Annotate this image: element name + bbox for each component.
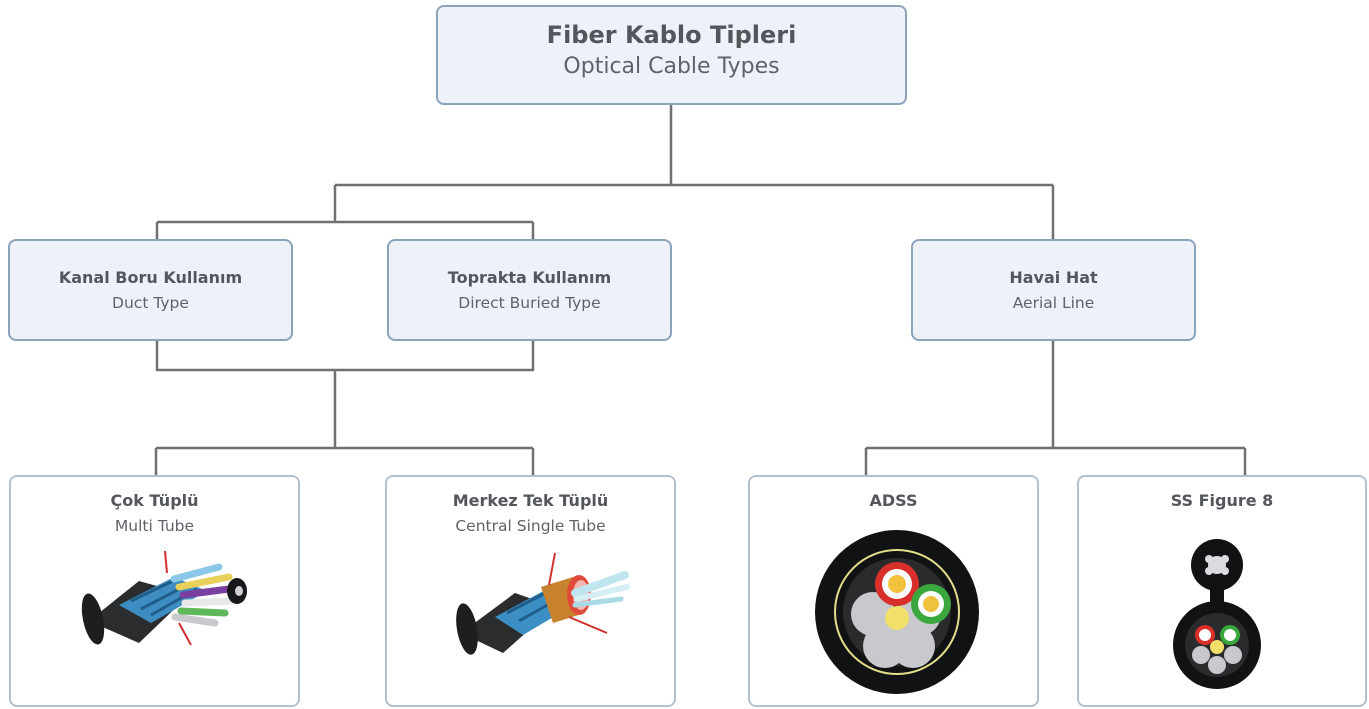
leaf-title: Çok Tüplü [110, 491, 199, 510]
adss-cable-cross-section-image [815, 530, 979, 694]
connector-duct-group-bus [155, 220, 535, 240]
central-single-tube-cable-image [456, 552, 630, 655]
node-duct-type: Kanal Boru Kullanım Duct Type [8, 239, 293, 341]
leaf-central-single-tube: Merkez Tek Tüplü Central Single Tube [385, 475, 676, 707]
leaf-adss: ADSS [748, 475, 1039, 707]
leaf-title: ADSS [869, 491, 918, 510]
node-title: Havai Hat [1009, 268, 1098, 287]
connector-duct-join [155, 340, 535, 372]
node-aerial-line: Havai Hat Aerial Line [911, 239, 1196, 341]
leaf-title: SS Figure 8 [1170, 491, 1274, 510]
node-title: Toprakta Kullanım [447, 268, 612, 287]
node-direct-buried-type: Toprakta Kullanım Direct Buried Type [387, 239, 672, 341]
leaf-multi-tube: Çok Tüplü Multi Tube [9, 475, 300, 707]
node-subtitle: Duct Type [112, 294, 189, 312]
leaf-subtitle: Central Single Tube [455, 517, 606, 535]
root-node: Fiber Kablo Tipleri Optical Cable Types [436, 5, 907, 105]
multi-tube-cable-image [81, 550, 247, 646]
connector-left-leaf-bus [154, 446, 535, 477]
leaf-subtitle: Multi Tube [114, 517, 195, 535]
node-subtitle: Direct Buried Type [458, 294, 601, 312]
connector-right-leaf-bus [864, 446, 1247, 477]
root-subtitle: Optical Cable Types [563, 54, 780, 79]
leaf-title: Merkez Tek Tüplü [452, 491, 609, 510]
figure-8-cable-cross-section-image [1173, 539, 1261, 689]
node-title: Kanal Boru Kullanım [58, 268, 243, 287]
root-title: Fiber Kablo Tipleri [546, 21, 797, 49]
leaf-ss-figure-8: SS Figure 8 [1077, 475, 1367, 707]
node-subtitle: Aerial Line [1012, 294, 1095, 312]
